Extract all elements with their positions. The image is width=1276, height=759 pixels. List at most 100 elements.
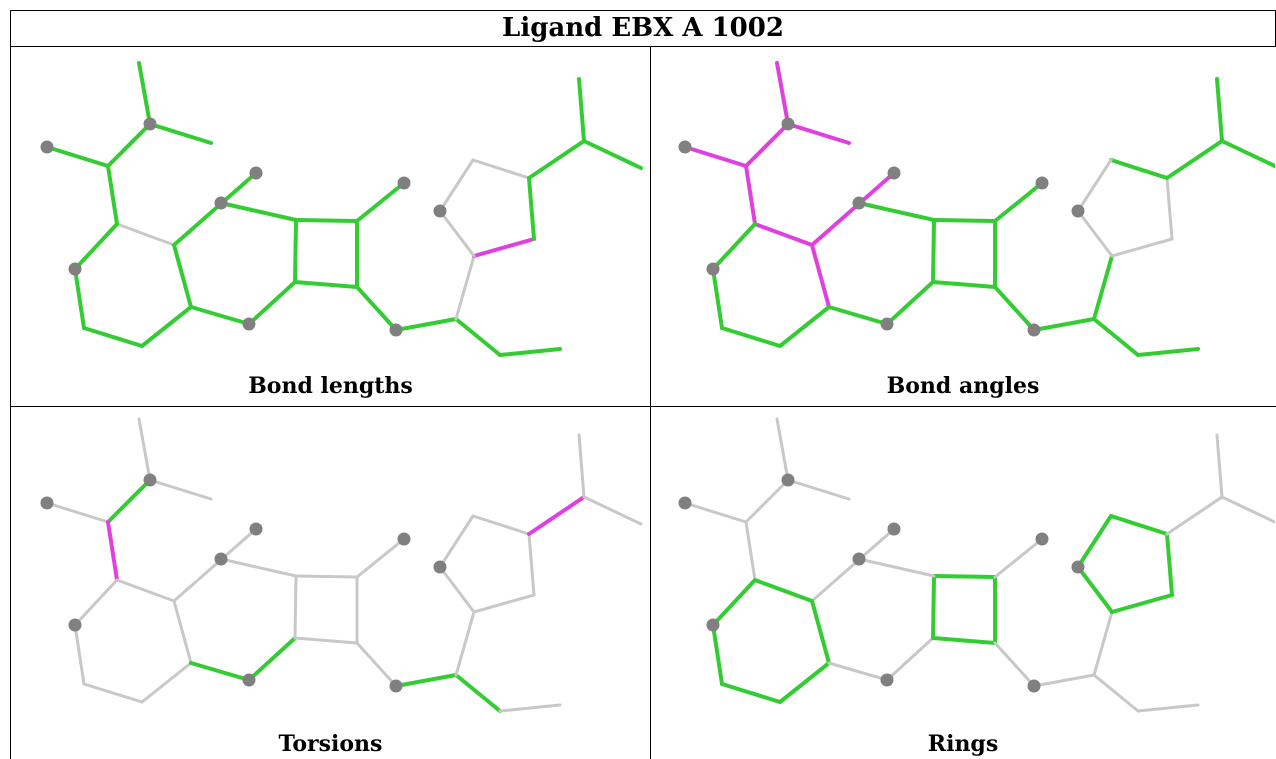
grid-line-top [10, 10, 1276, 11]
bond-a20-a21 [1032, 317, 1096, 332]
grid-line-center [650, 46, 651, 759]
bond-a31-a27 [527, 176, 536, 241]
bond-a1-a2 [775, 417, 790, 482]
bond-a21-a22 [454, 317, 502, 357]
bond-a17-a15 [993, 181, 1044, 223]
bond-a1-a2 [137, 417, 152, 482]
bond-a21-a22 [1092, 317, 1140, 357]
bond-a11-a7 [172, 243, 193, 309]
bond-a19-a18 [293, 636, 359, 645]
bond-a28-a29 [438, 514, 475, 569]
atom-a15 [397, 532, 411, 546]
bond-a12-a18 [247, 636, 297, 682]
bond-a16-a14 [857, 557, 936, 578]
bond-a25-a24 [1215, 77, 1224, 143]
bond-a28-a29 [1076, 158, 1113, 213]
caption-bond-lengths: Bond lengths [248, 373, 413, 399]
bond-a18-a16 [931, 218, 936, 284]
bond-a16-a14 [219, 201, 298, 222]
bond-a5-a6 [106, 520, 119, 582]
bond-a18-a16 [293, 574, 298, 640]
bond-a6-a8 [711, 578, 757, 627]
bond-a2-a5 [744, 122, 790, 168]
bond-a21-a22 [454, 673, 502, 713]
atom-a4 [678, 496, 692, 510]
molecule-bond-angles [678, 61, 1275, 357]
bond-a27-a25 [1165, 139, 1224, 180]
bond-a19-a20 [993, 641, 1036, 688]
bond-a27-a28 [471, 158, 531, 180]
figure-frame: Ligand EBX A 1002 Bond lengths Bond angl… [10, 10, 1276, 759]
bond-a17-a15 [355, 181, 406, 223]
bond-a16-a14 [857, 201, 936, 222]
bond-a18-a16 [293, 218, 298, 284]
bond-a29-a30 [438, 565, 476, 614]
atom-a8 [706, 262, 720, 276]
bond-a25-a26 [582, 139, 643, 170]
atom-a8 [68, 262, 82, 276]
bond-a25-a26 [1220, 139, 1275, 169]
atom-a12 [242, 673, 256, 687]
bond-a30-a31 [472, 237, 536, 258]
bond-a22-a23 [1136, 703, 1200, 713]
molecule-bond-lengths [40, 61, 643, 357]
bond-a2-a5 [106, 478, 152, 524]
bond-a22-a23 [498, 347, 562, 357]
bond-a6-a7 [753, 222, 814, 247]
bond-a16-a17 [932, 574, 997, 579]
bond-a5-a6 [744, 164, 757, 226]
bond-a5-a6 [744, 520, 757, 582]
atom-a8 [706, 618, 720, 632]
bond-a25-a26 [1220, 495, 1275, 524]
bond-a11-a12 [189, 661, 251, 682]
molecule-rings [678, 417, 1275, 713]
atom-a2 [143, 117, 157, 131]
bond-a21-a30 [454, 254, 476, 321]
bond-a4-a5 [683, 145, 748, 168]
bond-a6-a8 [711, 222, 757, 271]
bond-a4-a5 [683, 501, 748, 524]
bond-a11-a12 [189, 305, 251, 326]
bond-a2-a3 [786, 122, 851, 145]
molecule-torsions [40, 417, 643, 713]
atom-a20 [389, 679, 403, 693]
bond-a30-a31 [1110, 237, 1174, 258]
panel-bond-angles: Bond angles [651, 47, 1275, 406]
atom-a4 [678, 140, 692, 154]
bond-a10-a11 [140, 661, 193, 704]
atom-a4 [40, 496, 54, 510]
panel-bond-lengths: Bond lengths [11, 47, 650, 406]
bond-a9-a10 [720, 682, 782, 704]
bond-a19-a20 [993, 285, 1036, 332]
bond-a9-a10 [720, 326, 782, 348]
caption-bond-angles: Bond angles [886, 373, 1040, 399]
bond-a29-a30 [1076, 209, 1114, 258]
atom-a29 [1071, 560, 1085, 574]
bond-a20-a21 [394, 317, 458, 332]
bond-a10-a11 [140, 305, 193, 348]
bond-a4-a5 [45, 501, 110, 524]
bond-a17-a15 [993, 537, 1044, 579]
bond-a8-a9 [73, 267, 86, 330]
atom-a14 [852, 552, 866, 566]
bond-a27-a25 [527, 495, 586, 536]
bond-a27-a25 [1165, 495, 1224, 536]
atom-a29 [433, 560, 447, 574]
bond-a5-a6 [106, 164, 119, 226]
atom-a13 [249, 522, 263, 536]
bond-a29-a30 [1076, 565, 1114, 614]
bond-a27-a28 [1109, 158, 1169, 180]
bond-a8-a9 [711, 623, 724, 686]
atom-a15 [1035, 176, 1049, 190]
bond-a10-a11 [778, 305, 831, 348]
bond-a6-a7 [753, 578, 814, 603]
bond-a2-a3 [148, 122, 213, 145]
atom-a2 [781, 473, 795, 487]
bond-a25-a24 [577, 77, 586, 143]
atom-a20 [1027, 679, 1041, 693]
caption-rings: Rings [927, 731, 999, 757]
bond-a1-a2 [775, 61, 790, 126]
atom-a20 [1027, 323, 1041, 337]
atom-a12 [242, 317, 256, 331]
bond-a16-a17 [294, 218, 359, 223]
